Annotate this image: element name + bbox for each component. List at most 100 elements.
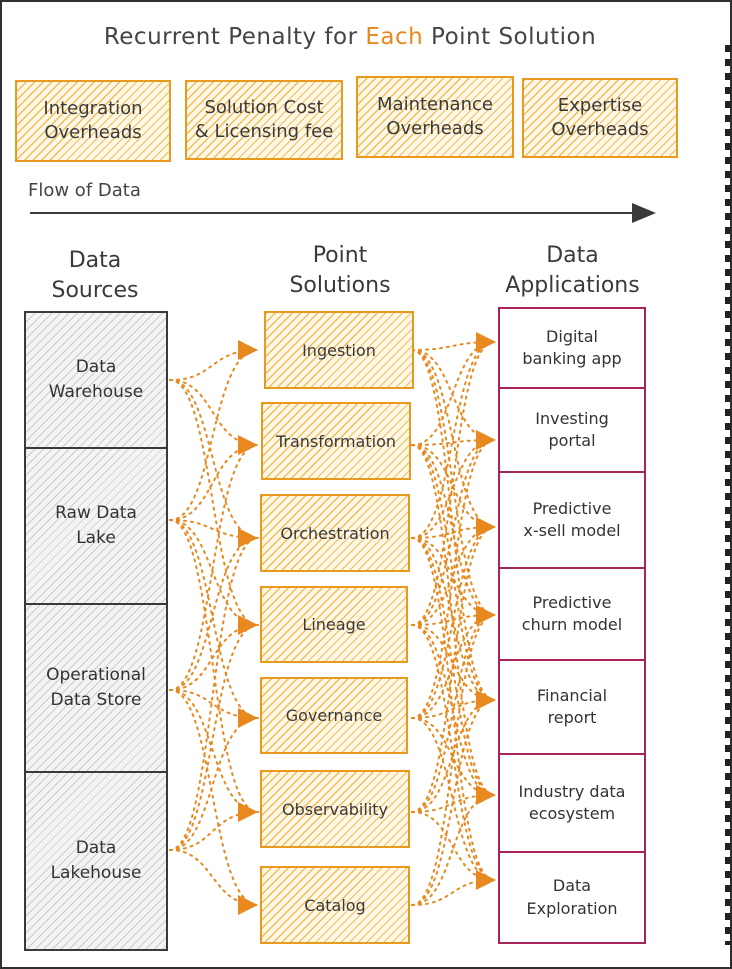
application-arrowhead bbox=[476, 870, 496, 890]
header-line2: Sources bbox=[51, 277, 139, 303]
source-label-line2: Data Store bbox=[50, 690, 142, 710]
solution-label: Governance bbox=[285, 706, 383, 725]
source-label-line2: Warehouse bbox=[48, 382, 144, 402]
dotted-connectors bbox=[169, 332, 496, 915]
application-arrowhead bbox=[476, 332, 496, 352]
solution-to-application-connector bbox=[411, 444, 495, 701]
right-edge-dashed-border bbox=[725, 45, 731, 945]
flow-arrow-head bbox=[632, 203, 656, 223]
application-arrowhead bbox=[476, 690, 496, 710]
source-to-solution-connector bbox=[169, 379, 259, 626]
solution-arrowhead bbox=[238, 528, 258, 548]
flow-of-data-label: Flow of Data bbox=[28, 180, 141, 201]
solution-arrowhead bbox=[238, 895, 258, 915]
solution-label: Transformation bbox=[275, 431, 397, 451]
source-label-line1: Data bbox=[75, 357, 117, 378]
solution-transformation: Transformation bbox=[261, 402, 411, 480]
source-to-solution-connector bbox=[169, 717, 259, 851]
solution-arrowhead bbox=[238, 708, 258, 728]
source-to-solution-connector bbox=[169, 379, 259, 539]
solution-lineage: Lineage bbox=[260, 586, 408, 663]
title-suffix: Point Solution bbox=[423, 24, 597, 50]
solution-to-application-connector bbox=[411, 444, 495, 528]
application-arrowhead bbox=[476, 517, 496, 537]
solution-to-application-connector bbox=[411, 439, 495, 626]
solution-to-application-connector bbox=[411, 614, 495, 813]
app-label-line1: Predictive bbox=[532, 592, 612, 612]
source-to-solution-connector bbox=[169, 849, 259, 906]
source-label-line2: Lake bbox=[76, 528, 116, 548]
app-label-line1: Investing bbox=[535, 408, 609, 428]
penalty-label-line2: Overheads bbox=[44, 122, 142, 143]
header-line2: Solutions bbox=[289, 272, 391, 298]
solution-to-application-connector bbox=[411, 614, 495, 906]
penalty-label-line1: Integration bbox=[43, 97, 143, 119]
solution-label: Ingestion bbox=[302, 340, 376, 360]
solution-arrowhead bbox=[238, 340, 258, 360]
app-label-line2: churn model bbox=[521, 615, 623, 634]
app-financial-report: Financial report bbox=[500, 661, 644, 755]
penalty-label-line2: Overheads bbox=[386, 118, 484, 139]
source-to-solution-connector bbox=[169, 624, 259, 691]
solution-governance: Governance bbox=[260, 677, 408, 754]
source-to-solution-connector bbox=[169, 624, 259, 851]
solution-to-application-connector bbox=[411, 526, 495, 813]
source-to-solution-connector bbox=[169, 519, 259, 626]
app-label-line2: portal bbox=[548, 431, 596, 450]
solution-catalog: Catalog bbox=[260, 866, 410, 944]
solution-arrowhead bbox=[238, 615, 258, 635]
app-label-line1: Digital bbox=[546, 326, 598, 346]
solution-label: Lineage bbox=[302, 615, 366, 634]
header-line1: Data bbox=[546, 243, 599, 268]
app-label-line1: Industry data bbox=[518, 781, 626, 801]
solution-ingestion: Ingestion bbox=[264, 311, 414, 389]
app-label-line2: ecosystem bbox=[528, 804, 616, 823]
application-arrowhead bbox=[476, 785, 496, 805]
penalty-solution-cost: Solution Cost& Licensing fee bbox=[185, 80, 343, 160]
source-to-solution-connector bbox=[169, 444, 259, 691]
penalty-label-line1: Expertise bbox=[557, 94, 643, 116]
app-label-line2: x-sell model bbox=[523, 521, 621, 540]
title-accent: Each bbox=[365, 24, 424, 50]
app-label-line2: report bbox=[547, 708, 597, 727]
app-predictive-churn: Predictive churn model bbox=[500, 569, 644, 661]
title-prefix: Recurrent Penalty for bbox=[103, 24, 366, 50]
solution-label: Observability bbox=[281, 799, 388, 819]
header-line2: Applications bbox=[505, 272, 640, 298]
app-industry-data-ecosystem: Industry data ecosystem bbox=[500, 755, 644, 853]
solution-to-application-connector bbox=[411, 794, 495, 906]
source-to-solution-connector bbox=[169, 349, 259, 381]
source-to-solution-connector bbox=[169, 519, 259, 813]
solution-label: Orchestration bbox=[280, 523, 390, 543]
penalty-label-line2: & Licensing fee bbox=[194, 121, 334, 142]
diagram-title: Recurrent Penalty for Each Point Solutio… bbox=[0, 24, 700, 50]
app-label-line1: Data bbox=[552, 876, 592, 896]
solution-label: Catalog bbox=[304, 895, 366, 915]
app-label-line1: Predictive bbox=[532, 498, 612, 518]
source-to-solution-connector bbox=[169, 689, 259, 719]
source-label-line2: Lakehouse bbox=[50, 863, 142, 883]
solution-to-application-connector bbox=[411, 699, 495, 906]
source-to-solution-connector bbox=[169, 689, 259, 906]
solution-orchestration: Orchestration bbox=[260, 494, 410, 572]
app-label-line1: Financial bbox=[536, 685, 608, 705]
solution-arrowhead bbox=[238, 802, 258, 822]
application-arrowhead bbox=[476, 430, 496, 450]
solution-to-application-connector bbox=[411, 349, 495, 616]
application-arrowhead bbox=[476, 605, 496, 625]
solution-to-application-connector bbox=[411, 349, 495, 701]
app-label-line2: Exploration bbox=[526, 898, 618, 918]
source-to-solution-connector bbox=[169, 537, 259, 851]
